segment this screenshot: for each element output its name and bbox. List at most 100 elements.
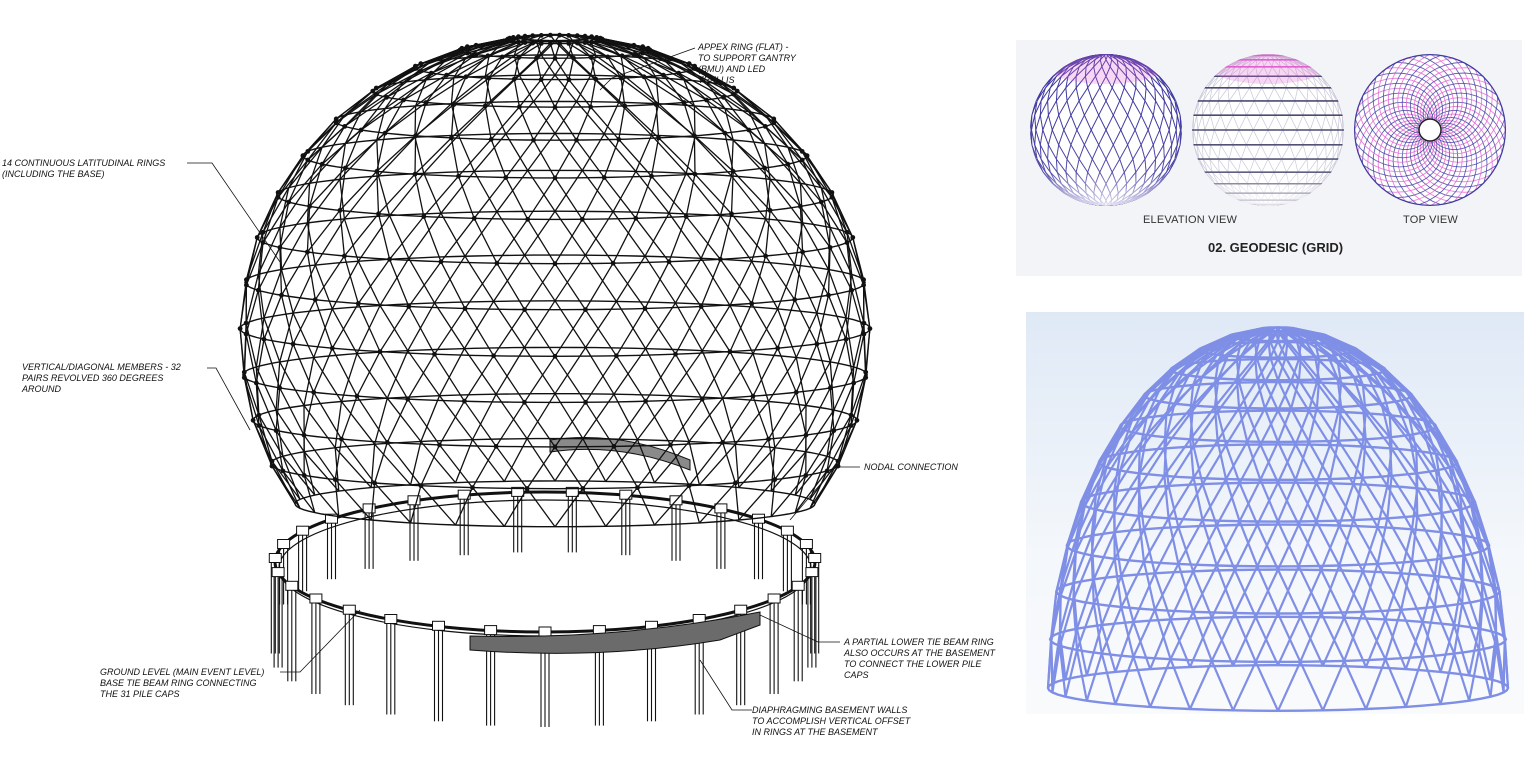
pile-cap	[432, 620, 445, 631]
top-spiral	[1416, 72, 1484, 124]
top-spiral	[1372, 116, 1424, 184]
node	[831, 428, 837, 433]
diagonal-member	[601, 39, 804, 484]
node	[413, 133, 418, 139]
node	[261, 336, 267, 342]
node	[631, 42, 637, 48]
node	[863, 369, 869, 375]
node	[510, 35, 516, 40]
node	[649, 173, 654, 179]
node	[275, 190, 281, 195]
blue-diagonal	[1137, 328, 1261, 710]
pile-cap	[780, 525, 794, 536]
node	[749, 301, 755, 306]
node	[588, 104, 593, 110]
node	[301, 432, 307, 438]
node	[848, 412, 854, 418]
blue-diagonal	[1293, 328, 1484, 676]
blue-diagonal	[1277, 327, 1367, 666]
node	[686, 61, 692, 67]
blue-diagonal	[1232, 329, 1343, 711]
diagonal-member	[370, 42, 597, 521]
node	[718, 256, 723, 262]
node	[339, 436, 344, 442]
top-spiral	[1367, 113, 1425, 175]
node	[843, 336, 849, 342]
node	[255, 287, 261, 293]
dome-lattice	[239, 34, 871, 528]
node	[260, 229, 266, 235]
pile-cap	[384, 614, 398, 624]
node	[355, 301, 361, 306]
top-spiral	[1438, 62, 1478, 138]
top-spiral	[1357, 139, 1436, 173]
appex-ring-label: APPEX RING (FLAT) - TO SUPPORT GANTRY (B…	[698, 42, 796, 85]
pile-cap	[271, 567, 285, 578]
top-spiral	[1377, 120, 1423, 192]
blue-diagonal	[1085, 330, 1281, 702]
node	[269, 463, 275, 469]
diagonal-member	[450, 41, 656, 526]
top-spiral	[1401, 130, 1443, 206]
top-spiral	[1437, 120, 1483, 192]
lower-tie-beam-label: A PARTIAL LOWER TIE BEAM RING ALSO OCCUR…	[844, 637, 996, 680]
node	[686, 68, 692, 74]
node	[418, 68, 424, 74]
top-spiral	[1433, 95, 1499, 150]
diagonal-member	[334, 43, 575, 517]
node	[516, 39, 521, 45]
node	[507, 38, 513, 43]
node	[601, 175, 607, 180]
node	[826, 292, 831, 298]
leader-lines	[187, 47, 860, 711]
node	[676, 70, 682, 76]
node	[269, 458, 275, 464]
node	[698, 304, 704, 309]
top-spiral	[1431, 106, 1503, 155]
node	[633, 215, 639, 221]
node	[829, 194, 835, 200]
top-spiral	[1413, 135, 1475, 193]
node	[449, 135, 454, 141]
pile-cap	[457, 489, 471, 500]
node	[594, 35, 600, 40]
apex-ring	[518, 33, 592, 42]
node	[305, 157, 311, 163]
node	[473, 42, 479, 48]
node	[333, 120, 339, 126]
top-spiral	[1417, 54, 1459, 130]
top-spiral	[1431, 105, 1503, 154]
node	[522, 399, 527, 405]
node	[241, 369, 247, 375]
pile-cap	[484, 625, 498, 636]
elevation-view-label: ELEVATION VIEW	[1143, 214, 1238, 226]
node	[312, 297, 318, 303]
node	[814, 341, 820, 347]
top-spiral	[1372, 76, 1424, 144]
node	[727, 349, 733, 354]
node	[516, 55, 522, 60]
node	[488, 137, 494, 142]
pile-cap	[565, 486, 579, 497]
node	[588, 55, 594, 60]
node	[237, 326, 243, 331]
node	[406, 304, 412, 309]
top-spiral	[1357, 106, 1429, 155]
top-spiral	[1362, 138, 1438, 178]
diagonal-member	[554, 37, 734, 482]
top-spiral	[1438, 122, 1478, 198]
top-spiral	[1429, 128, 1463, 206]
node	[731, 91, 737, 97]
top-spiral	[1440, 126, 1468, 206]
node	[692, 63, 697, 69]
blue-diagonal	[1149, 329, 1303, 708]
node	[683, 214, 689, 219]
node	[491, 353, 496, 359]
node	[681, 100, 687, 105]
blue-diagonal	[1232, 326, 1343, 667]
node	[254, 235, 260, 240]
top-spiral	[1424, 139, 1503, 173]
top-spiral	[1437, 68, 1483, 140]
node	[522, 307, 527, 312]
